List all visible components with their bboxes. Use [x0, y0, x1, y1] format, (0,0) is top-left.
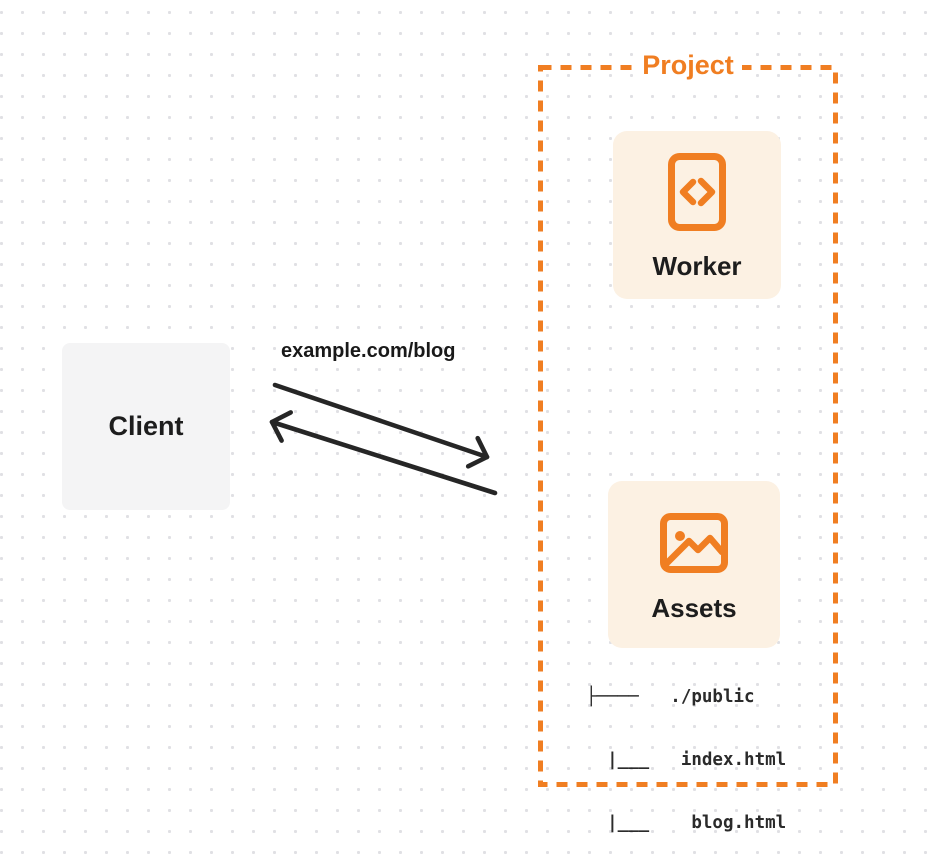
request-response-arrows [269, 382, 498, 496]
request-url-label: example.com/blog [281, 340, 456, 362]
file-tree-line: |___ blog.html [586, 813, 787, 833]
file-tree-line: ├──── ./public [586, 687, 755, 707]
assets-label: Assets [651, 593, 737, 623]
assets-file-tree: ├──── ./public |___ index.html |___ blog… [586, 645, 786, 860]
assets-node: Assets [608, 481, 780, 648]
client-label: Client [108, 411, 184, 441]
code-brackets-icon [668, 153, 726, 231]
file-tree-line: |___ index.html [586, 750, 787, 770]
image-landscape-icon [660, 513, 728, 573]
request-arrow [272, 382, 490, 469]
worker-label: Worker [652, 251, 742, 281]
worker-node: Worker [613, 131, 781, 299]
project-label: Project [538, 51, 838, 84]
response-arrow [269, 410, 498, 496]
client-node: Client [62, 343, 230, 510]
